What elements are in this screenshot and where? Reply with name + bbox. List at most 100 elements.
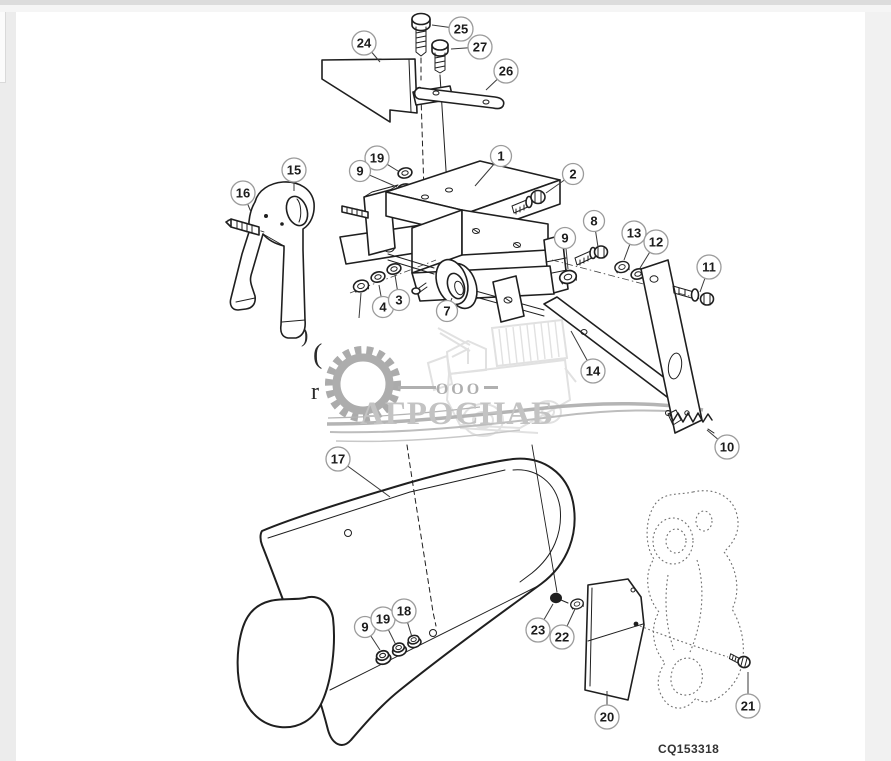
callout-19[interactable]: 19 xyxy=(370,606,396,632)
part-washer-19-top xyxy=(396,165,414,181)
part-strap-26 xyxy=(413,86,505,110)
callout-9[interactable]: 9 xyxy=(553,226,577,250)
callout-16[interactable]: 16 xyxy=(230,180,256,206)
callout-18[interactable]: 18 xyxy=(391,598,417,624)
right-fastener-axis xyxy=(551,259,717,304)
callout-number-20: 20 xyxy=(600,710,614,725)
part-bracket-24 xyxy=(321,58,418,123)
part-slotted-plate xyxy=(640,259,703,434)
callout-circle-23[interactable] xyxy=(525,617,551,643)
callout-circle-14[interactable] xyxy=(580,358,606,384)
cover-alignment-dashed-line xyxy=(406,444,437,627)
callout-circle-3[interactable] xyxy=(387,288,411,312)
callout-3[interactable]: 3 xyxy=(387,288,411,312)
callout-circle-20[interactable] xyxy=(594,704,620,730)
callout-20[interactable]: 20 xyxy=(594,704,620,730)
callout-27[interactable]: 27 xyxy=(467,34,493,60)
callout-circle-18[interactable] xyxy=(391,598,417,624)
callout-number-15: 15 xyxy=(287,163,301,178)
callout-circle-10[interactable] xyxy=(714,434,740,460)
callout-17[interactable]: 17 xyxy=(325,446,351,472)
page-left-margin xyxy=(0,12,16,761)
callout-9[interactable]: 9 xyxy=(348,159,372,183)
part-rod xyxy=(387,253,545,317)
callout-circle-19[interactable] xyxy=(364,145,390,171)
callout-circle-11[interactable] xyxy=(696,254,722,280)
callout-number-23: 23 xyxy=(531,623,545,638)
callout-circle-25[interactable] xyxy=(448,16,474,42)
window-top-bar-light xyxy=(0,5,891,12)
callout-circle-27[interactable] xyxy=(467,34,493,60)
window-top-bar xyxy=(0,0,891,5)
cover-mounting-hole xyxy=(429,629,437,637)
callout-number-9: 9 xyxy=(356,164,363,179)
callout-number-25: 25 xyxy=(454,22,468,37)
callout-1[interactable]: 1 xyxy=(489,144,513,168)
part-washer-4 xyxy=(369,269,387,285)
callout-14[interactable]: 14 xyxy=(580,358,606,384)
swoosh-lines xyxy=(326,401,704,443)
gear-icon xyxy=(325,346,401,422)
part-shield-plate-20 xyxy=(584,578,645,701)
callout-circle-17[interactable] xyxy=(325,446,351,472)
callout-number-26: 26 xyxy=(499,64,513,79)
part-pin-16 xyxy=(225,218,260,236)
callout-10[interactable]: 10 xyxy=(714,434,740,460)
callout-22[interactable]: 22 xyxy=(549,624,575,650)
callout-circle-21[interactable] xyxy=(735,693,761,719)
cropped-text-fragments: ) ( r xyxy=(301,322,322,405)
part-bolt-2 xyxy=(511,189,546,215)
callout-25[interactable]: 25 xyxy=(448,16,474,42)
cover-right-alignment-line xyxy=(531,444,558,593)
text-fragment-2: ( xyxy=(313,339,322,370)
callout-number-3: 3 xyxy=(395,293,402,308)
callout-2[interactable]: 2 xyxy=(561,162,585,186)
part-bolt-27 xyxy=(431,39,449,74)
callout-26[interactable]: 26 xyxy=(493,58,519,84)
page-right-margin xyxy=(865,12,891,761)
part-spring-10 xyxy=(665,410,715,434)
part-nut-4 xyxy=(351,277,371,295)
callout-circle-26[interactable] xyxy=(493,58,519,84)
callout-circle-16[interactable] xyxy=(230,180,256,206)
part-cover-end-cap xyxy=(236,596,335,729)
callout-number-13: 13 xyxy=(627,226,641,241)
callout-number-27: 27 xyxy=(473,40,487,55)
part-bolt-23 xyxy=(550,592,569,604)
left-panel-edge xyxy=(0,12,6,83)
callout-circle-13[interactable] xyxy=(621,220,647,246)
callout-circle-1[interactable] xyxy=(489,144,513,168)
callout-24[interactable]: 24 xyxy=(351,30,377,56)
callout-circle-12[interactable] xyxy=(643,229,669,255)
callout-13[interactable]: 13 xyxy=(621,220,647,246)
callout-number-19: 19 xyxy=(376,612,390,627)
callout-circle-22[interactable] xyxy=(549,624,575,650)
alignment-dashed-line-25 xyxy=(420,57,425,193)
callout-19[interactable]: 19 xyxy=(364,145,390,171)
callout-number-22: 22 xyxy=(555,630,569,645)
callout-circle-7[interactable] xyxy=(435,299,459,323)
watermark-company-name: АГРОСНАБ xyxy=(360,396,554,432)
callout-number-21: 21 xyxy=(741,699,755,714)
callout-15[interactable]: 15 xyxy=(281,157,307,183)
part-code: CQ153318 xyxy=(658,742,719,756)
dotted-leader-to-screw-21 xyxy=(639,625,729,658)
part-bushing-7 xyxy=(435,258,478,310)
callout-circle-9[interactable] xyxy=(348,159,372,183)
callout-circle-24[interactable] xyxy=(351,30,377,56)
callout-number-9: 9 xyxy=(561,231,568,246)
callout-12[interactable]: 12 xyxy=(643,229,669,255)
callout-8[interactable]: 8 xyxy=(582,209,606,233)
callout-circle-2[interactable] xyxy=(561,162,585,186)
callout-circle-15[interactable] xyxy=(281,157,307,183)
callout-number-10: 10 xyxy=(720,440,734,455)
callout-circle-8[interactable] xyxy=(582,209,606,233)
callout-23[interactable]: 23 xyxy=(525,617,551,643)
callout-7[interactable]: 7 xyxy=(435,299,459,323)
callout-11[interactable]: 11 xyxy=(696,254,722,280)
callout-21[interactable]: 21 xyxy=(735,693,761,719)
callout-circle-9[interactable] xyxy=(553,226,577,250)
part-bolt-25 xyxy=(411,12,431,57)
